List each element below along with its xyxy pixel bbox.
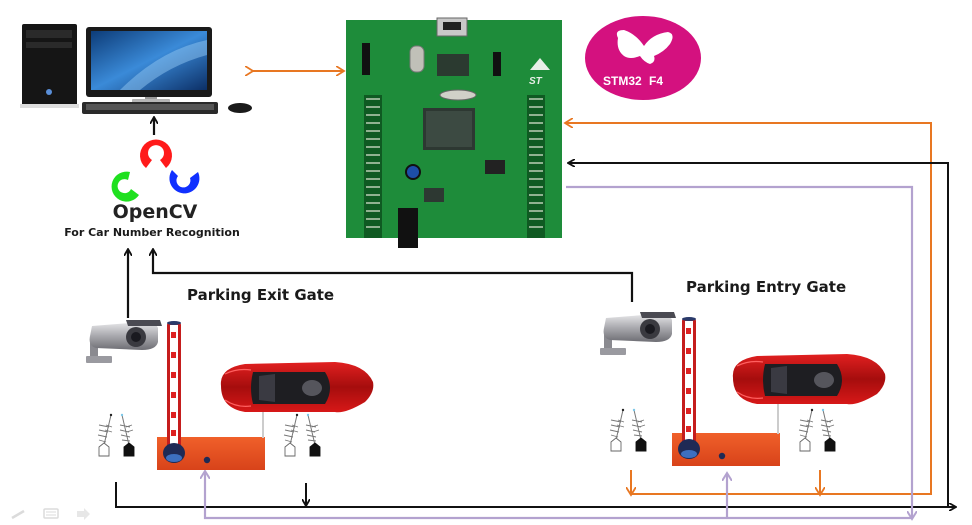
exit-car-icon [220,361,374,413]
exit-barrier-control [205,472,912,520]
f4-text: F4 [649,74,663,88]
opencv-green-ring [111,171,139,202]
entry-camera-link [153,250,634,302]
exit-ir-sensor-pair-1 [97,413,135,457]
entry-ir-sensor-pair-2 [798,408,836,452]
slide-controls [11,508,90,520]
exit-gate-title: Parking Exit Gate [187,286,334,304]
stm32-f4-logo: STM32 F4 [585,16,701,100]
barrier-control-link [566,185,912,518]
next-arrow-icon[interactable] [77,508,90,520]
svg-text:ST: ST [529,76,543,87]
entry-ir-sensor-pair-1 [609,408,647,452]
entry-car-icon [732,353,886,405]
exit-ir-sensor-pair-2 [283,413,321,457]
opencv-blue-ring [169,170,200,194]
opencv-red-ring [140,139,172,168]
stm32-discovery-board: ST [346,17,562,248]
menu-icon[interactable] [43,508,59,519]
entry-camera-icon [600,312,676,355]
entry-gate-title: Parking Entry Gate [686,278,846,296]
stm32-text: STM32 [603,74,642,88]
entry-sensor-link [566,123,932,495]
opencv-logo: OpenCV [111,139,200,223]
desktop-computer-icon [20,24,252,114]
exit-camera-icon [86,320,162,363]
pen-icon[interactable] [11,509,25,520]
opencv-caption: For Car Number Recognition [64,226,240,239]
butterfly-icon [616,30,673,64]
opencv-logo-text: OpenCV [113,201,198,223]
